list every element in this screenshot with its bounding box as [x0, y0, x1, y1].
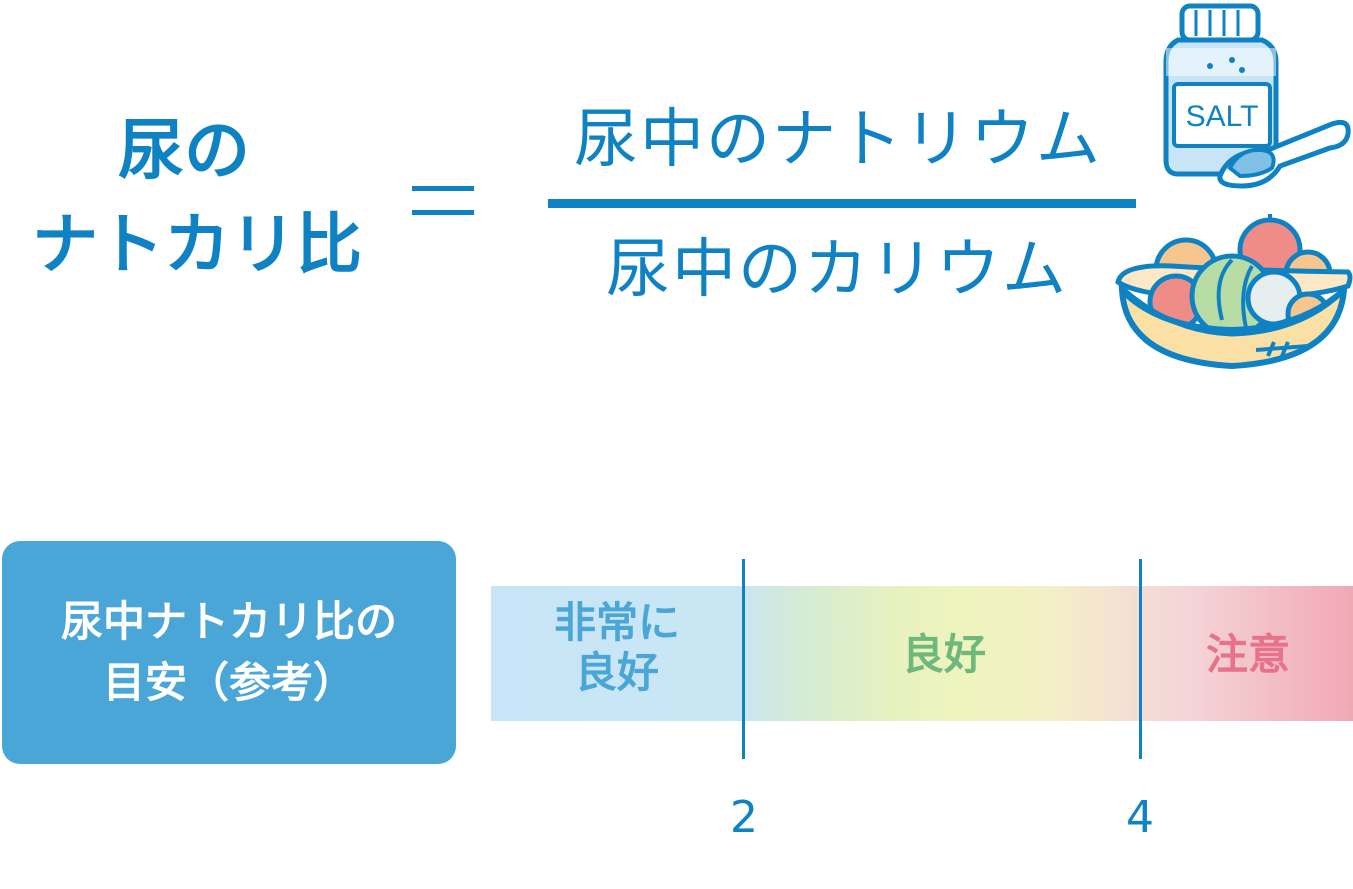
tick-line-2: [742, 559, 745, 759]
equals-sign: [412, 186, 474, 216]
ratio-scale-bar: [491, 586, 1353, 721]
vegetable-bowl-icon: [1115, 214, 1353, 370]
formula-lhs-line2: ナトカリ比: [32, 206, 362, 283]
reference-label-line1: 尿中ナトカリ比の: [60, 596, 397, 646]
zone-very-good-label: 非常に 良好: [510, 598, 724, 699]
zone-very-good-line2: 良好: [574, 648, 659, 698]
tick-label-2: 2: [730, 792, 758, 843]
formula-numerator: 尿中のナトリウム: [574, 103, 1102, 177]
tick-line-4: [1139, 559, 1142, 759]
zone-very-good-line1: 非常に: [553, 598, 680, 647]
fraction-bar: [548, 199, 1136, 208]
reference-label-line2: 目安（参考）: [102, 657, 355, 707]
tick-label-4: 4: [1126, 792, 1154, 843]
formula-lhs-line1: 尿の: [118, 112, 250, 189]
zone-good-label: 良好: [901, 630, 986, 679]
reference-label-box: 尿中ナトカリ比の 目安（参考）: [2, 541, 456, 764]
zone-caution-label: 注意: [1205, 630, 1290, 679]
salt-label: SALT: [1186, 100, 1259, 133]
formula-denominator: 尿中のカリウム: [606, 233, 1068, 307]
salt-shaker-icon: SALT: [1163, 3, 1351, 189]
